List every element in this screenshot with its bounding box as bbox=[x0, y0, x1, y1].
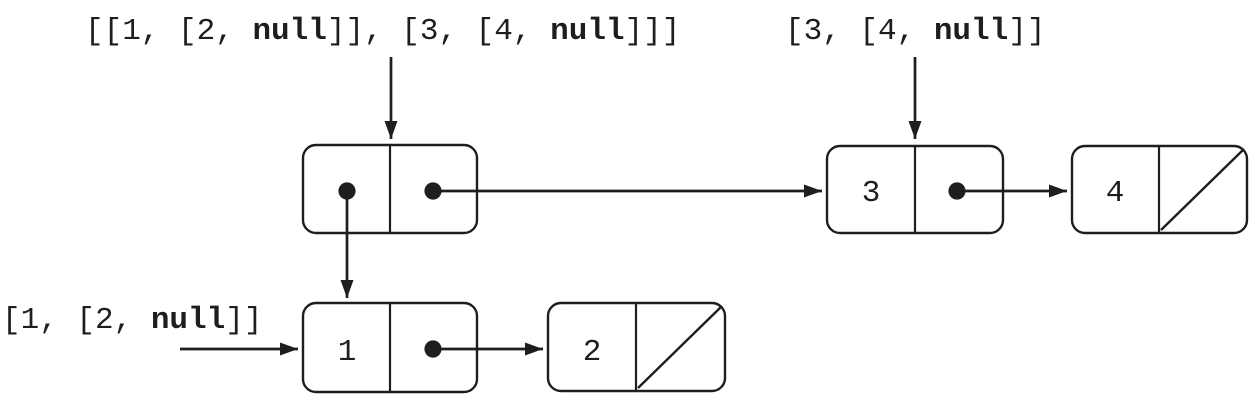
pointer-dot-icon bbox=[948, 182, 966, 200]
node3-value: 3 bbox=[862, 176, 881, 211]
node1-value: 1 bbox=[338, 335, 357, 370]
label-segment-null: null bbox=[933, 14, 1009, 49]
root-pair-box bbox=[301, 143, 479, 235]
label-segment: ]], [3, [4, bbox=[326, 14, 551, 49]
null-slash-icon bbox=[1160, 148, 1245, 231]
label-pair12: [1, [2, null]] bbox=[2, 305, 262, 336]
label-segment-null: null bbox=[550, 14, 625, 49]
node4-box: 4 bbox=[1070, 144, 1249, 235]
node4-value: 4 bbox=[1106, 176, 1125, 211]
pointer-dot-icon bbox=[338, 182, 356, 200]
label-segment: [1, [2, bbox=[2, 303, 151, 338]
node2-box: 2 bbox=[546, 301, 727, 393]
label-pair34: [3, [4, null]] bbox=[785, 16, 1045, 47]
label-root-list: [[1, [2, null]], [3, [4, null]]] bbox=[85, 16, 680, 47]
pointer-dot-icon bbox=[424, 340, 442, 358]
label-segment-null: null bbox=[150, 303, 226, 338]
pointer-dot-icon bbox=[424, 182, 442, 200]
label-segment-null: null bbox=[252, 14, 327, 49]
node2-value: 2 bbox=[583, 335, 602, 370]
label-segment: [3, [4, bbox=[785, 14, 934, 49]
label-segment: ]] bbox=[225, 303, 263, 338]
null-slash-icon bbox=[637, 305, 723, 389]
node3-box: 3 bbox=[825, 144, 1005, 235]
node1-box: 1 bbox=[301, 301, 479, 394]
label-segment: [[1, [2, bbox=[85, 14, 253, 49]
label-segment: ]]] bbox=[624, 14, 681, 49]
label-segment: ]] bbox=[1008, 14, 1046, 49]
